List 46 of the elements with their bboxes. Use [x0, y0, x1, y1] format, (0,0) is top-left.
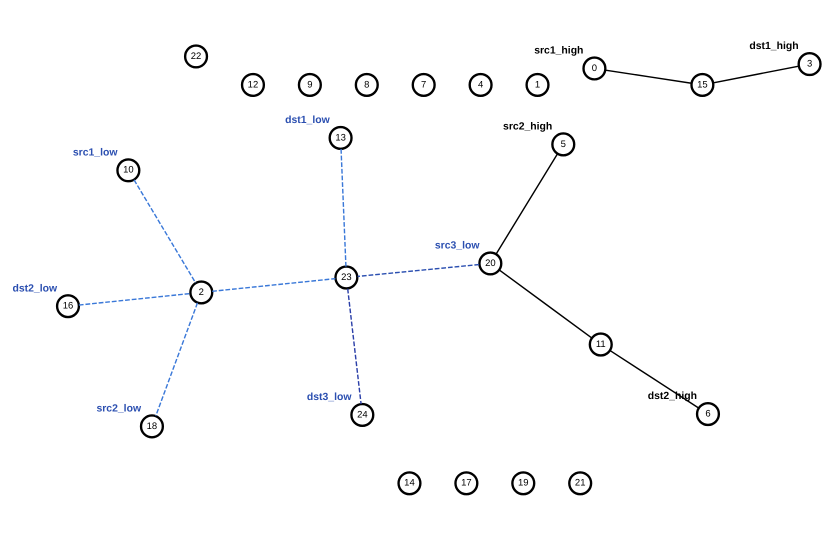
node-circle: 14	[397, 470, 422, 495]
node-circle: 17	[454, 470, 478, 495]
node-label: dst3_low	[306, 392, 352, 403]
node-circle: 15	[690, 72, 714, 96]
node-label: src2_low	[96, 402, 142, 414]
connector	[155, 302, 198, 416]
connector	[340, 148, 347, 266]
node-circle: 22	[184, 44, 208, 68]
connector	[713, 65, 799, 83]
node-circle: 7	[412, 72, 436, 96]
node-label: src2_high	[503, 121, 552, 132]
node-circle: 2	[189, 280, 214, 304]
connector	[347, 288, 362, 404]
node-circle: 16	[56, 294, 80, 318]
node-circle: 13	[328, 125, 353, 150]
node-circle: 9	[298, 72, 322, 96]
connector	[358, 263, 480, 277]
node-circle: 4	[468, 72, 493, 96]
connector	[212, 277, 336, 292]
connector	[498, 269, 592, 338]
node-label: src1_low	[72, 146, 118, 158]
connector	[78, 292, 190, 306]
connector	[610, 350, 699, 408]
node-circle: 24	[350, 402, 374, 427]
connector	[133, 179, 196, 283]
node-circle: 8	[354, 72, 379, 96]
node-circle: 19	[511, 470, 536, 495]
node-circle: 1	[525, 72, 550, 96]
node-circle: 10	[116, 158, 140, 182]
node-label: dst1_high	[749, 40, 799, 52]
connector	[495, 153, 558, 254]
node-circle: 21	[568, 470, 592, 495]
node-circle: 6	[696, 401, 720, 426]
node-circle: 11	[588, 332, 613, 356]
node-circle: 23	[334, 264, 358, 290]
node-circle: 5	[551, 132, 576, 156]
node-circle: 18	[140, 414, 164, 438]
node-circle: 20	[478, 250, 502, 276]
node-circle: 3	[798, 51, 822, 76]
node-label: dst1_low	[285, 114, 330, 126]
node-label: src1_high	[534, 45, 584, 56]
connector	[605, 68, 692, 84]
node-circle: 12	[240, 72, 266, 96]
node-label: src3_low	[434, 240, 480, 252]
node-label: dst2_low	[12, 282, 58, 294]
node-circle: 0	[582, 56, 607, 80]
